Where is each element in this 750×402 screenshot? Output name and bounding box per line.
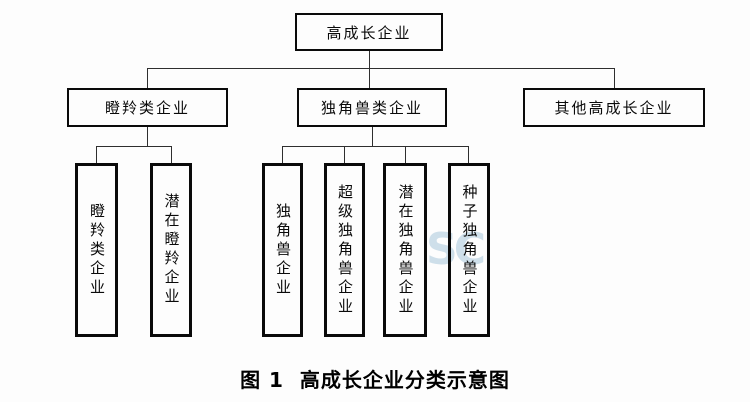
connector-root-drop <box>369 51 370 88</box>
node-potential-gazelle-enterprise: 潜在瞪羚企业 <box>150 163 192 337</box>
connector-unicorn-stem <box>372 127 373 146</box>
node-gazelle-enterprise: 瞪羚类企业 <box>75 163 118 337</box>
node-high-growth-enterprise: 高成长企业 <box>295 13 443 51</box>
connector-level1-rail <box>147 68 614 69</box>
node-label: 瞪羚类企业 <box>104 99 190 117</box>
node-unicorn-enterprise: 独角兽企业 <box>262 163 303 337</box>
figure-caption: 图 1 高成长企业分类示意图 <box>240 368 510 392</box>
node-label: 独角兽企业 <box>274 202 292 298</box>
connector-unicorn-rail <box>282 146 468 147</box>
node-label: 种子独角兽企业 <box>460 183 479 317</box>
connector-drop-potential-gazelle <box>171 146 172 163</box>
connector-drop-gazelle <box>96 146 97 163</box>
node-label: 瞪羚类企业 <box>88 202 106 298</box>
node-label: 超级独角兽企业 <box>336 183 354 317</box>
connector-drop-potential-unicorn <box>405 146 406 163</box>
node-label: 潜在独角兽企业 <box>396 183 415 317</box>
node-label: 潜在瞪羚企业 <box>162 193 181 307</box>
watermark: SC <box>426 224 486 275</box>
connector-gazelle-stem <box>147 127 148 146</box>
node-gazelle-class: 瞪羚类企业 <box>67 88 228 127</box>
node-other-high-growth: 其他高成长企业 <box>523 88 705 127</box>
connector-drop-super-unicorn <box>344 146 345 163</box>
connector-drop-gazelle-class <box>147 68 148 88</box>
node-label: 独角兽类企业 <box>320 99 423 117</box>
node-potential-unicorn-enterprise: 潜在独角兽企业 <box>383 163 427 337</box>
node-unicorn-class: 独角兽类企业 <box>297 88 447 127</box>
connector-gazelle-rail <box>96 146 171 147</box>
node-super-unicorn-enterprise: 超级独角兽企业 <box>324 163 365 337</box>
node-label: 其他高成长企业 <box>554 99 674 117</box>
connector-drop-other <box>614 68 615 88</box>
connector-drop-seed-unicorn <box>468 146 469 163</box>
node-label: 高成长企业 <box>326 23 412 42</box>
node-seed-unicorn-enterprise: 种子独角兽企业 <box>448 163 490 337</box>
connector-drop-unicorn <box>282 146 283 163</box>
